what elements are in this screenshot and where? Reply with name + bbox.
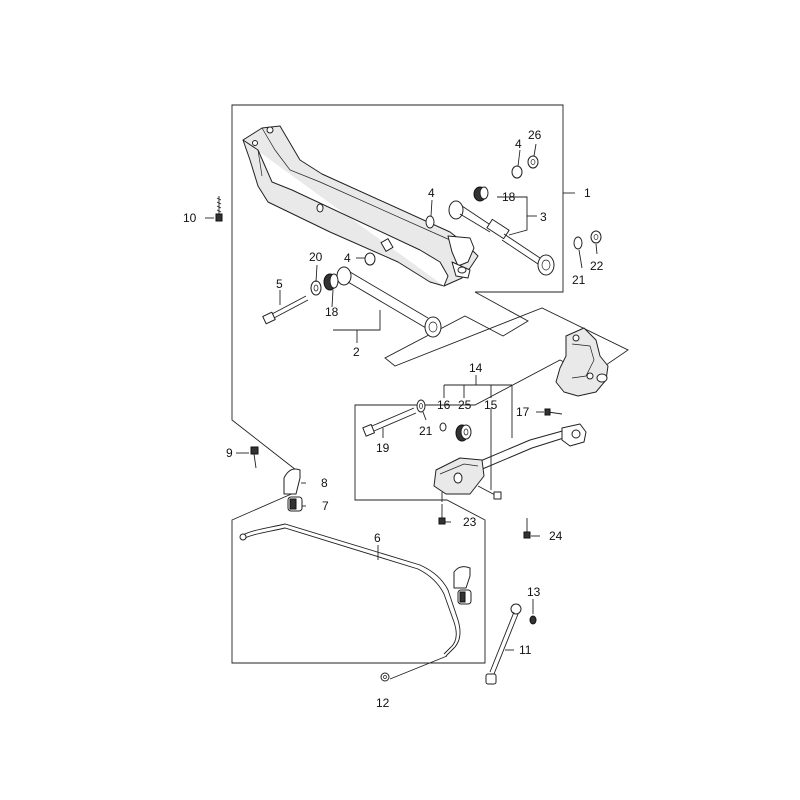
- callout-4a: 4: [515, 137, 522, 151]
- bolt-5-assembly: [262, 273, 339, 325]
- bolts-23-24: [438, 504, 531, 539]
- callout-19: 19: [376, 441, 390, 455]
- callout-17: 17: [516, 405, 530, 419]
- upper-lateral-link: [448, 200, 555, 276]
- callout-24: 24: [549, 529, 563, 543]
- callout-8: 8: [321, 476, 328, 490]
- callout-labels: 1 2 3 4 4 4 5 6 7 8 9 10 11 12 13 14 15 …: [183, 128, 604, 710]
- knuckle: [555, 327, 609, 397]
- callout-18b: 18: [325, 305, 339, 319]
- callout-23: 23: [463, 515, 477, 529]
- callout-14: 14: [469, 361, 483, 375]
- callout-22: 22: [590, 259, 604, 273]
- callout-26: 26: [528, 128, 542, 142]
- trailing-arm: [433, 423, 587, 502]
- bolt-10: [215, 196, 223, 222]
- callout-21b: 21: [419, 424, 433, 438]
- callout-3: 3: [540, 210, 547, 224]
- bolt-17: [544, 408, 563, 416]
- callout-11: 11: [519, 643, 532, 657]
- callout-18a: 18: [502, 190, 516, 204]
- callout-6: 6: [374, 531, 381, 545]
- callout-21a: 21: [572, 273, 586, 287]
- callout-10: 10: [183, 211, 197, 225]
- crossmember: [242, 125, 479, 287]
- stabilizer-link: [485, 603, 537, 685]
- callout-4b: 4: [428, 186, 435, 200]
- callout-12: 12: [376, 696, 390, 710]
- hardware-upper: [364, 155, 602, 266]
- callout-13: 13: [527, 585, 541, 599]
- callout-5: 5: [276, 277, 283, 291]
- callout-15: 15: [484, 398, 498, 412]
- group-frame-outline: [231, 104, 629, 664]
- clamp-assembly: [250, 446, 303, 512]
- callout-9: 9: [226, 446, 233, 460]
- leader-lines: [205, 143, 598, 680]
- stabilizer-bar: [239, 523, 472, 657]
- callout-4c: 4: [344, 251, 351, 265]
- callout-16: 16: [437, 398, 451, 412]
- callout-20: 20: [309, 250, 323, 264]
- bushing-25-assembly: [439, 422, 502, 500]
- nut-12: [380, 672, 390, 682]
- lower-lateral-link: [336, 266, 442, 338]
- callout-7: 7: [322, 499, 329, 513]
- callout-2: 2: [353, 345, 360, 359]
- callout-1: 1: [584, 186, 591, 200]
- bolt-19-assembly: [362, 399, 426, 437]
- callout-25: 25: [458, 398, 472, 412]
